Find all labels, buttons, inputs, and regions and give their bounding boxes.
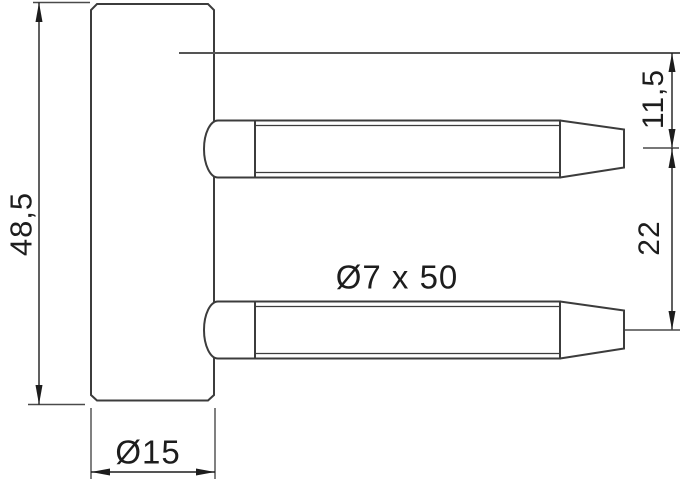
dimension-body-height xyxy=(28,1,90,406)
label-pin-spacing: 22 xyxy=(633,220,666,256)
arrow-up-icon xyxy=(668,149,676,168)
hinge-body xyxy=(90,3,215,402)
dimension-body-diameter xyxy=(90,408,216,479)
arrow-down-icon xyxy=(668,311,676,330)
pin-bottom xyxy=(203,300,625,360)
pin-top xyxy=(203,119,625,179)
pin-top-taper xyxy=(559,119,625,179)
arrow-right-icon xyxy=(196,468,215,476)
pin-bottom-taper xyxy=(559,300,625,360)
pin-top-dome xyxy=(203,119,255,179)
arrow-up-icon xyxy=(35,2,43,22)
arrow-down-icon xyxy=(35,385,43,405)
pin-bottom-shaft xyxy=(254,300,561,360)
dimension-pin-spacing xyxy=(625,148,680,331)
arrow-left-icon xyxy=(91,468,110,476)
label-pin-spec: Ø7 x 50 xyxy=(335,258,459,296)
label-pin-offset: 11,5 xyxy=(637,68,670,130)
pin-bottom-dome xyxy=(203,300,255,360)
arrow-up-icon xyxy=(668,53,676,72)
hinge-body-outline xyxy=(90,3,215,402)
label-body-diameter: Ø15 xyxy=(115,433,181,471)
dimension-pin-offset xyxy=(643,53,679,149)
arrow-down-icon xyxy=(668,129,676,148)
pin-top-shaft xyxy=(254,119,561,179)
label-body-height: 48,5 xyxy=(3,191,39,257)
